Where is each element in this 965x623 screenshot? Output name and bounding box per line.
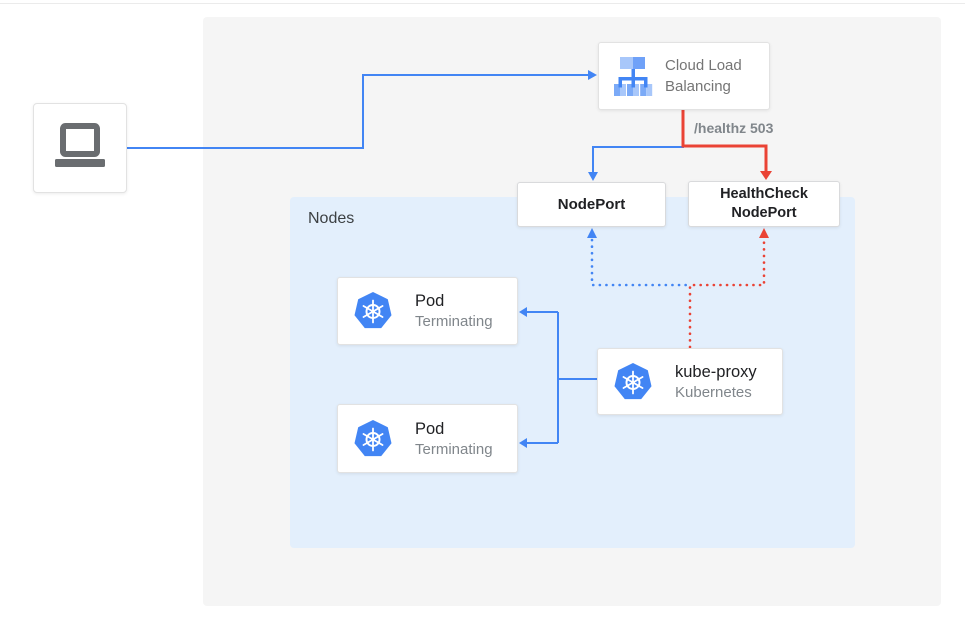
nodeport-node: NodePort [517, 182, 666, 227]
kube-proxy-subtitle: Kubernetes [675, 383, 752, 401]
kubernetes-icon [614, 362, 652, 399]
healthcheck-nodeport-node: HealthCheck NodePort [688, 181, 840, 227]
nodeport-label: NodePort [557, 196, 626, 213]
healthcheck-nodeport-label: HealthCheck NodePort [720, 186, 808, 221]
pod-node-2: Pod Terminating [337, 404, 518, 473]
healthz-status-label: /healthz 503 [694, 120, 774, 136]
client-laptop-node [33, 103, 127, 193]
nodes-container-label: Nodes [308, 210, 355, 227]
cloud-load-balancing-label: Cloud Load Balancing [665, 57, 742, 95]
kubernetes-icon [354, 419, 392, 456]
pod-title: Pod [415, 292, 445, 310]
pod-title: Pod [415, 419, 445, 438]
pod-status: Terminating [415, 313, 493, 330]
pod-labels: Pod Terminating [415, 418, 493, 460]
kube-proxy-labels: kube-proxy Kubernetes [675, 361, 757, 403]
pod-labels: Pod Terminating [415, 290, 493, 332]
laptop-icon [55, 123, 105, 167]
kube-proxy-node: kube-proxy Kubernetes [597, 348, 783, 415]
kubernetes-icon [354, 292, 392, 329]
pod-status: Terminating [415, 440, 493, 458]
cloud-load-balancing-icon [614, 57, 653, 96]
pod-node-1: Pod Terminating [337, 277, 518, 345]
kube-proxy-title: kube-proxy [675, 362, 757, 381]
top-divider [0, 3, 965, 4]
cloud-load-balancing-node: Cloud Load Balancing [598, 42, 770, 110]
